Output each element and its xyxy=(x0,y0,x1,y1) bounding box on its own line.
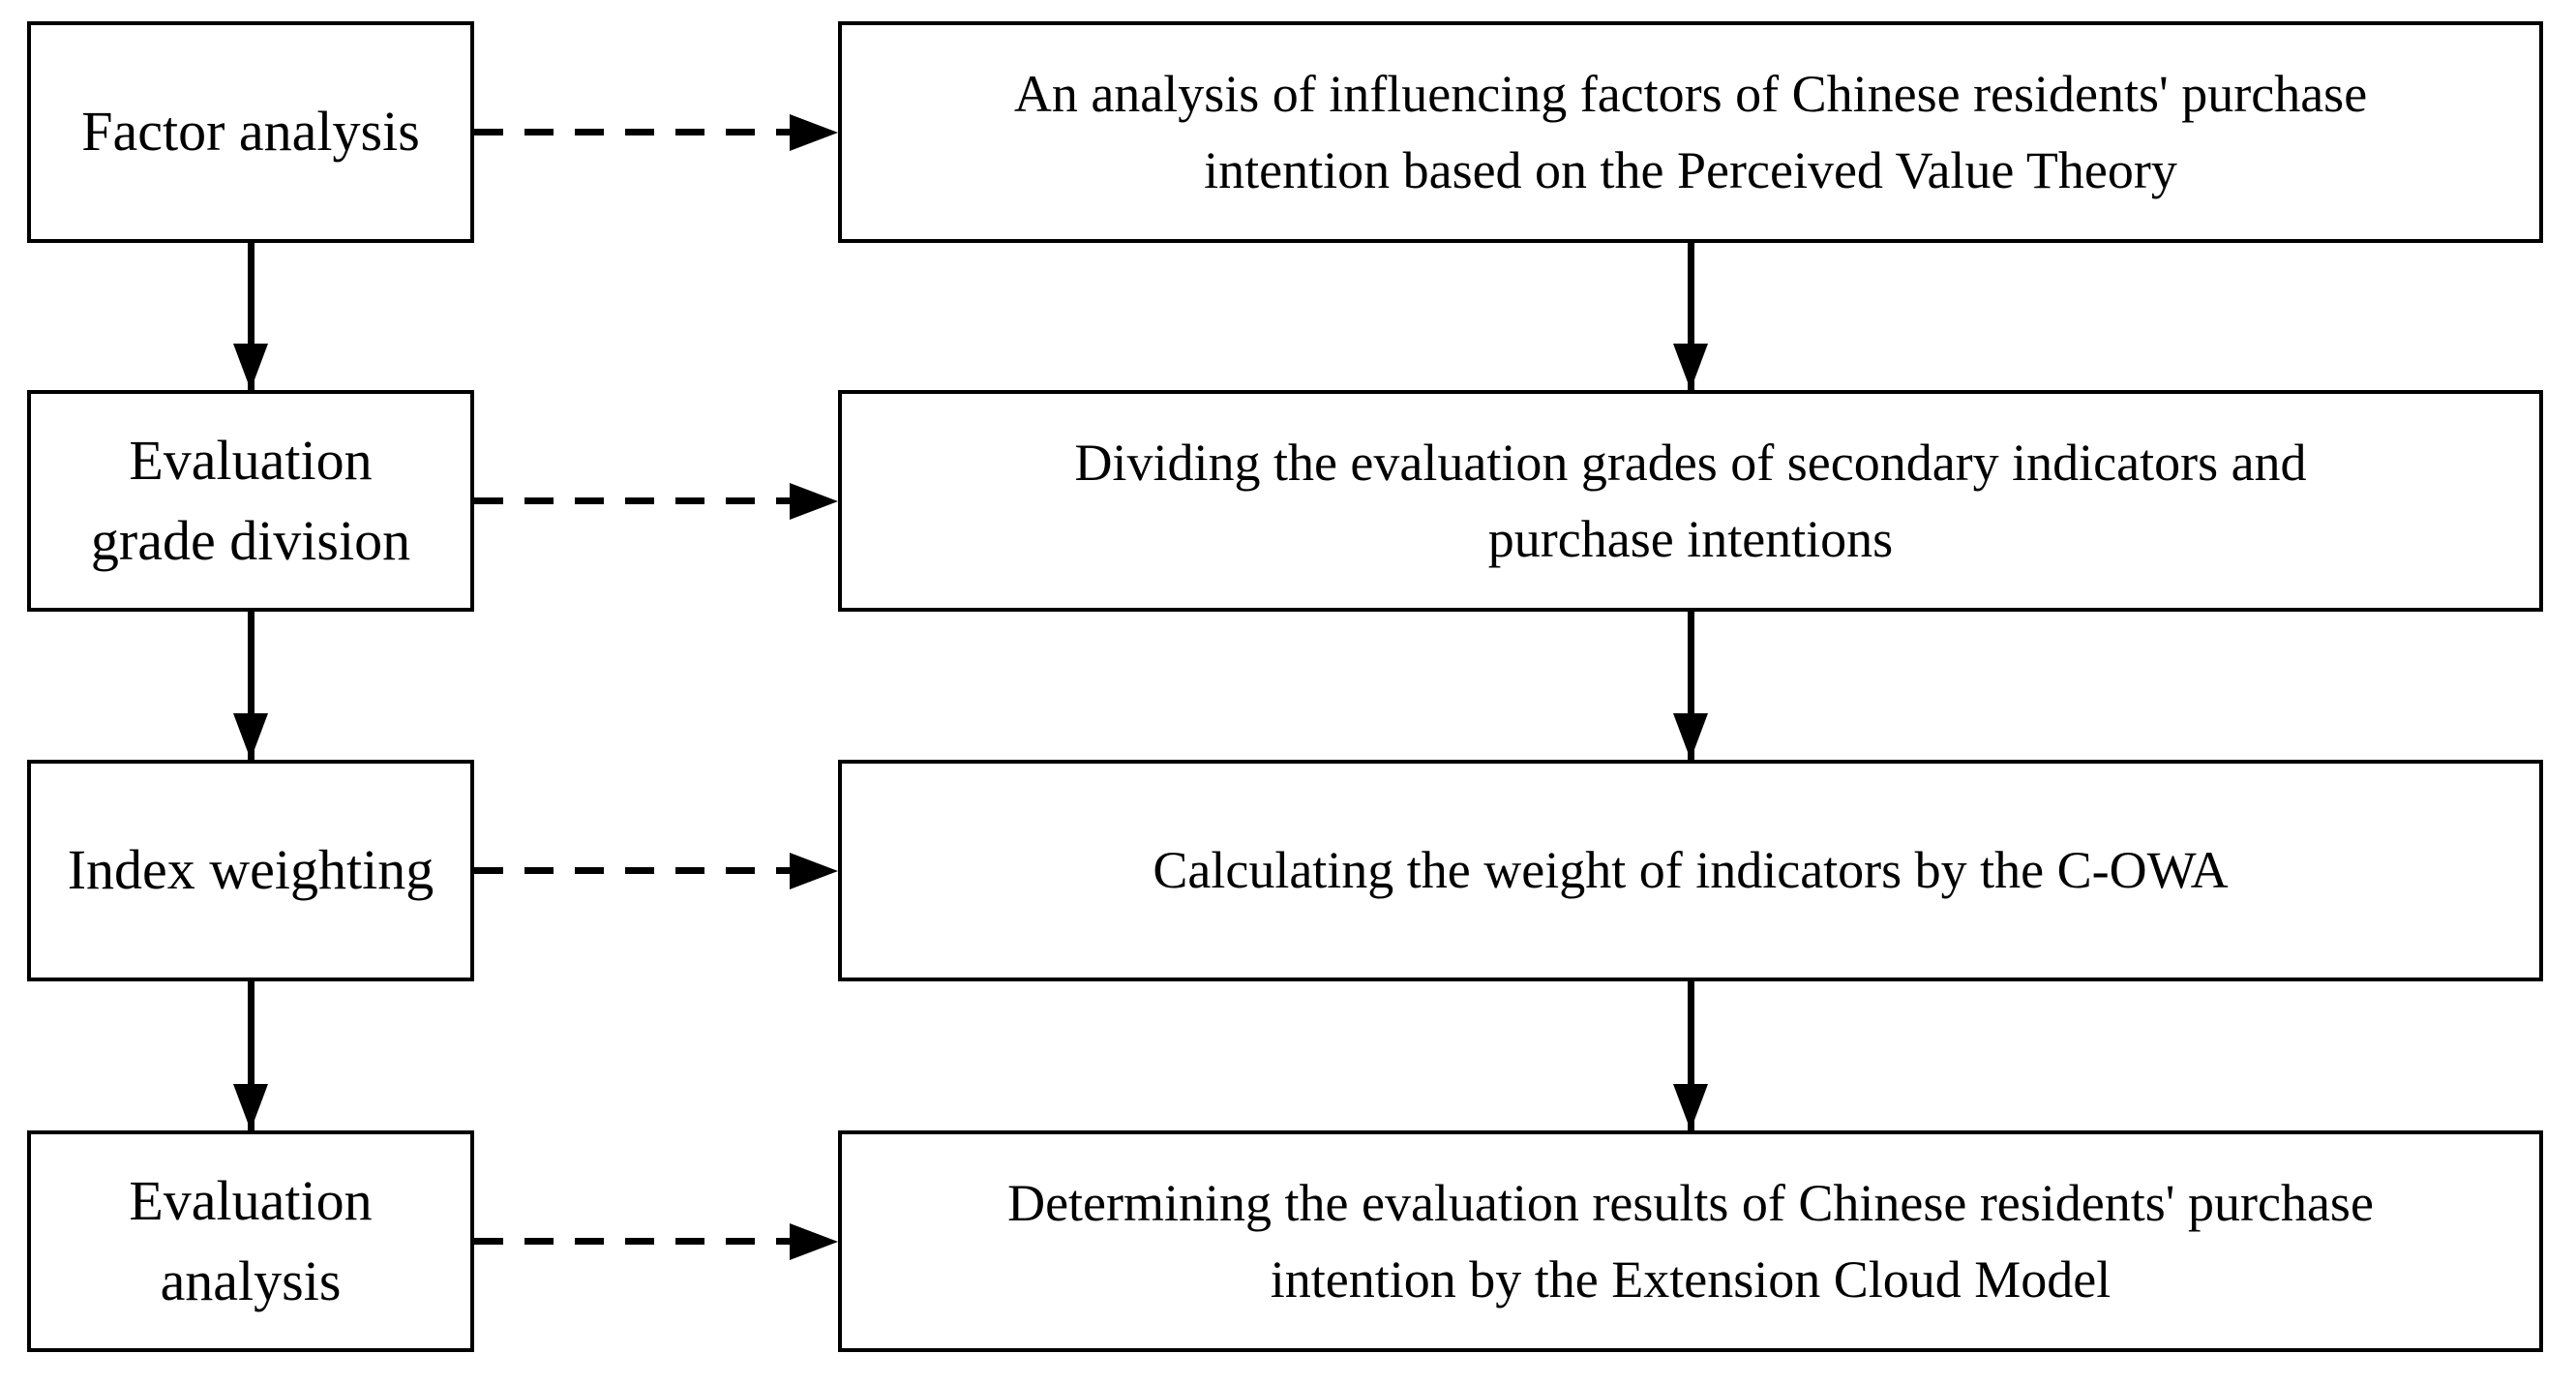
down-arrow-shaft-right-2 xyxy=(1688,610,1694,760)
step-label: Evaluation grade division xyxy=(90,429,411,572)
step-box-factor-analysis: Factor analysis xyxy=(27,21,474,243)
down-arrow-head-icon-left-3 xyxy=(233,1084,268,1130)
down-arrow-head-icon-right-2 xyxy=(1673,713,1708,760)
down-arrow-shaft-left-2 xyxy=(248,610,255,760)
dashed-arrow-shaft-row-4 xyxy=(474,1238,790,1245)
down-arrow-shaft-left-3 xyxy=(248,979,255,1130)
detail-label: Dividing the evaluation grades of second… xyxy=(1074,434,2307,568)
detail-box-cowa-weighting: Calculating the weight of indicators by … xyxy=(838,760,2543,981)
detail-label: Determining the evaluation results of Ch… xyxy=(1007,1174,2374,1309)
down-arrow-head-icon-right-3 xyxy=(1673,1084,1708,1130)
dashed-arrow-shaft-row-2 xyxy=(474,497,790,504)
dashed-arrow-head-icon-row-1 xyxy=(790,114,838,151)
down-arrow-head-icon-left-1 xyxy=(233,344,268,390)
detail-label: An analysis of influencing factors of Ch… xyxy=(1013,65,2368,199)
step-box-evaluation-grade-division: Evaluation grade division xyxy=(27,390,474,612)
down-arrow-head-icon-right-1 xyxy=(1673,344,1708,390)
dashed-arrow-shaft-row-3 xyxy=(474,867,790,874)
down-arrow-shaft-right-1 xyxy=(1688,241,1694,390)
detail-box-dividing-grades: Dividing the evaluation grades of second… xyxy=(838,390,2543,612)
dashed-arrow-head-icon-row-3 xyxy=(790,853,838,889)
detail-label: Calculating the weight of indicators by … xyxy=(1153,841,2229,900)
dashed-arrow-head-icon-row-2 xyxy=(790,483,838,520)
step-box-index-weighting: Index weighting xyxy=(27,760,474,981)
dashed-arrow-head-icon-row-4 xyxy=(790,1223,838,1260)
step-label: Factor analysis xyxy=(81,100,420,164)
down-arrow-shaft-left-1 xyxy=(248,241,255,390)
step-label: Index weighting xyxy=(67,838,434,902)
step-label: Evaluation analysis xyxy=(129,1169,373,1312)
step-box-evaluation-analysis: Evaluation analysis xyxy=(27,1130,474,1352)
down-arrow-shaft-right-3 xyxy=(1688,979,1694,1130)
detail-box-extension-cloud-model: Determining the evaluation results of Ch… xyxy=(838,1130,2543,1352)
detail-box-perceived-value-analysis: An analysis of influencing factors of Ch… xyxy=(838,21,2543,243)
dashed-arrow-shaft-row-1 xyxy=(474,129,790,135)
down-arrow-head-icon-left-2 xyxy=(233,713,268,760)
